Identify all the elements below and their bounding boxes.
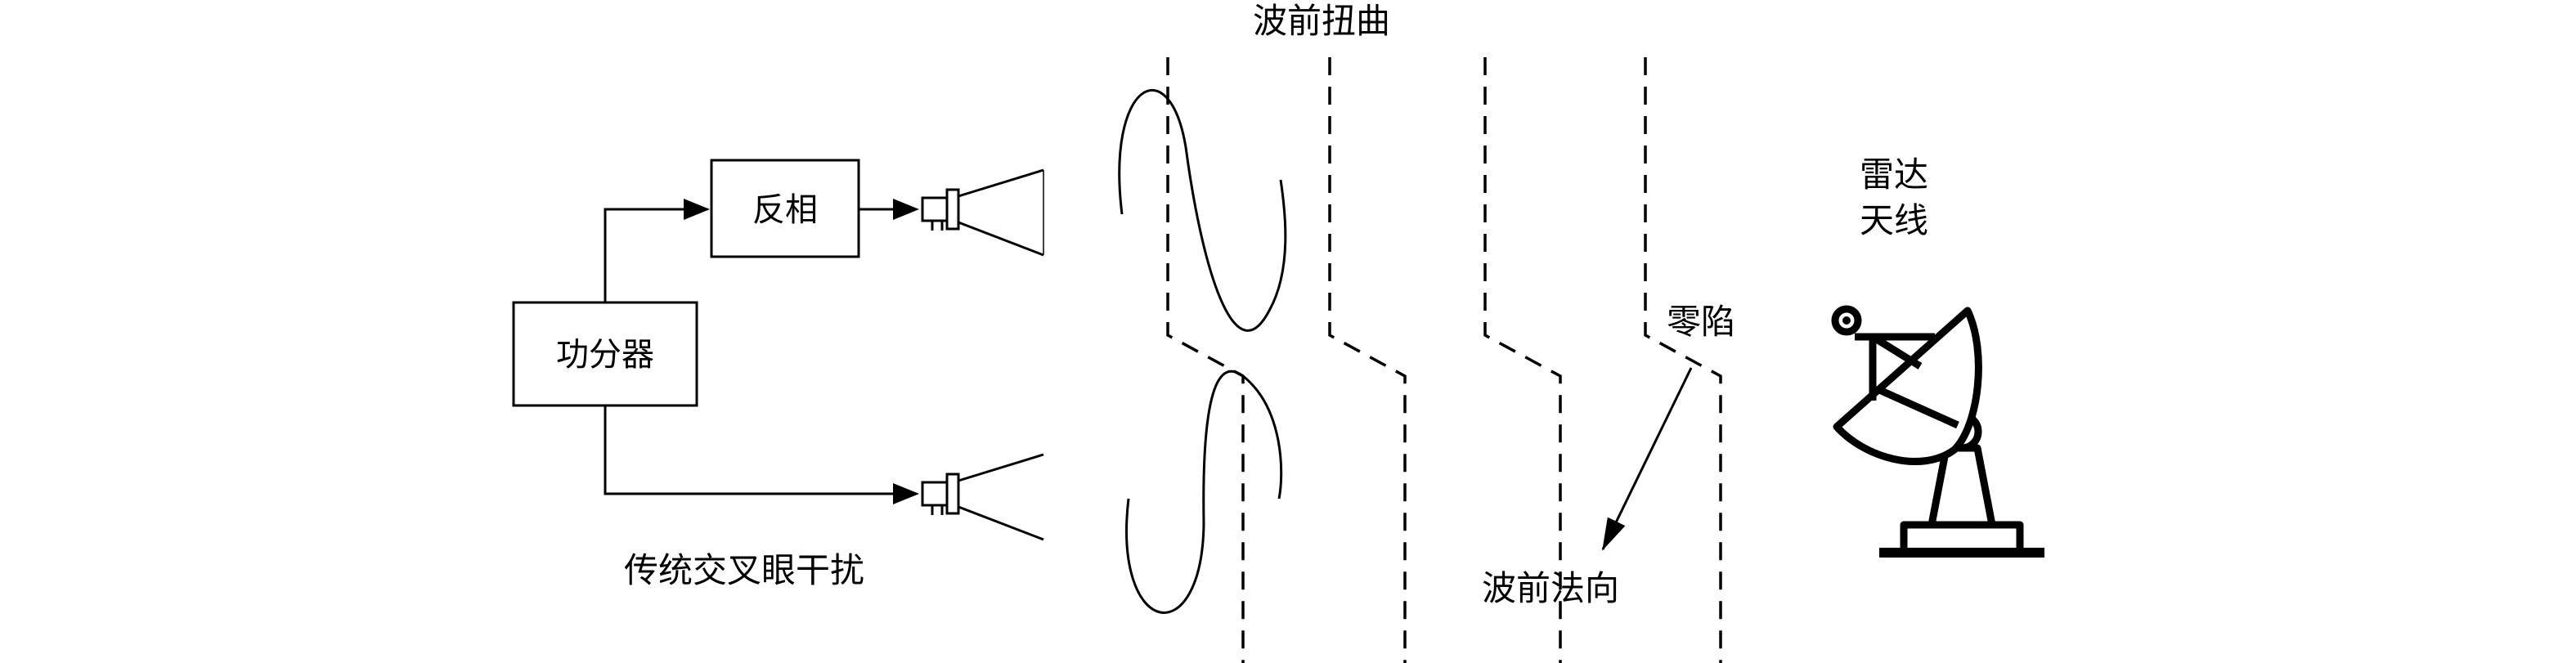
power-divider-block: 功分器: [512, 301, 698, 407]
lower-horn-antenna-icon: [921, 453, 1044, 541]
upper-feed-line: [604, 208, 707, 302]
distorted-wavefronts: [1166, 57, 1722, 663]
lower-feed-arrowhead: [893, 483, 919, 504]
traditional-cross-eye-label: 传统交叉眼干扰: [624, 550, 864, 590]
signal-paths: [604, 199, 919, 504]
upper-horn-antenna-icon: [921, 168, 1044, 257]
power-divider-label: 功分器: [556, 336, 654, 374]
lower-wave-curve: [1125, 370, 1283, 614]
radar-dish-icon: [1831, 305, 2044, 558]
null-label: 零陷: [1667, 302, 1735, 342]
radar-antenna-label-line1: 雷达: [1860, 155, 1928, 195]
wavefront-line-2: [1328, 57, 1407, 663]
lower-feed-line: [604, 405, 916, 495]
wavefront-line-1: [1166, 57, 1245, 663]
wavefront-normal-label: 波前法向: [1482, 568, 1619, 608]
wavefront-normal-arrow: [1601, 367, 1693, 551]
wavefront-line-4: [1644, 57, 1722, 663]
phase-inverter-label: 反相: [752, 191, 818, 229]
wavefront-line-3: [1483, 57, 1562, 663]
phase-inverter-block: 反相: [710, 159, 860, 258]
inverter-output-arrowhead: [893, 199, 919, 220]
upper-wave-curve: [1118, 88, 1287, 332]
wavefront-distortion-label: 波前扭曲: [1253, 1, 1390, 41]
upper-feed-arrowhead: [684, 199, 710, 220]
radar-antenna-label-line2: 天线: [1860, 200, 1928, 240]
